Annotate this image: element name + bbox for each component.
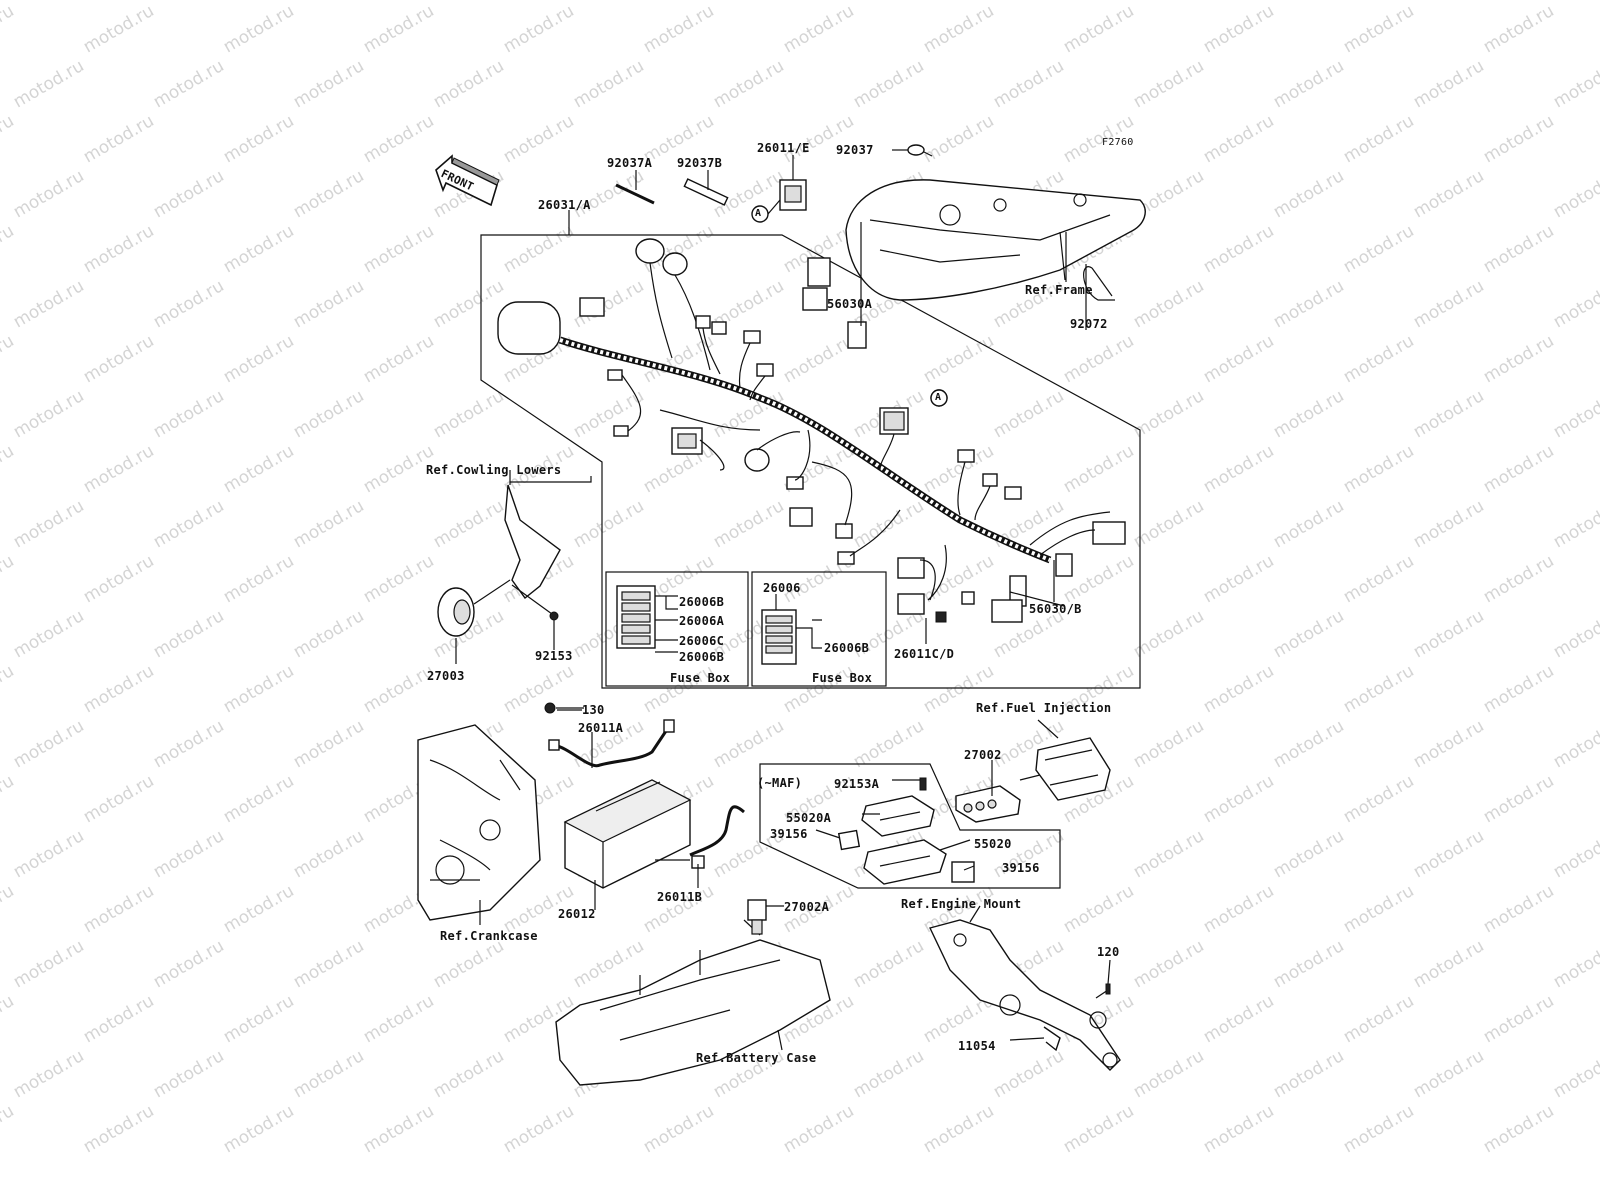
battery-26012-icon: [563, 779, 692, 889]
part-label-56030b[interactable]: 56030/B: [1029, 602, 1082, 616]
fuse-box-1-outline: [605, 571, 749, 687]
callout-a-circle-2: [930, 389, 948, 407]
clip-92037-icon: [907, 144, 933, 157]
maf-group-outline: [759, 763, 1061, 889]
callout-a-label-2: A: [935, 392, 942, 403]
ref-fuel-injection-label[interactable]: Ref.Fuel Injection: [976, 701, 1112, 715]
ref-cowling-label[interactable]: Ref.Cowling Lowers: [426, 463, 562, 477]
part-label-39156-2[interactable]: 39156: [1002, 861, 1040, 875]
part-label-26006b-1[interactable]: 26006B: [679, 595, 725, 609]
diagram-code: F2760: [1102, 137, 1134, 148]
fuse-box-1-label: Fuse Box: [670, 671, 731, 685]
frame-icon: [845, 179, 1146, 301]
cable-26011b-icon: [655, 805, 745, 869]
part-label-55020a[interactable]: 55020A: [786, 811, 832, 825]
part-label-56030a[interactable]: 56030A: [827, 297, 873, 311]
part-label-27003[interactable]: 27003: [427, 669, 465, 683]
part-label-26006[interactable]: 26006: [763, 581, 801, 595]
part-label-26031a[interactable]: 26031/A: [538, 198, 591, 212]
part-label-26006b-3[interactable]: 26006B: [824, 641, 870, 655]
part-label-92072[interactable]: 92072: [1070, 317, 1108, 331]
part-label-27002a[interactable]: 27002A: [784, 900, 830, 914]
connector-26011e-icon: [767, 179, 807, 215]
fuse-box-2-icon: [761, 594, 822, 665]
part-label-120[interactable]: 120: [1097, 945, 1120, 959]
part-label-130[interactable]: 130: [582, 703, 605, 717]
part-label-39156-1[interactable]: 39156: [770, 827, 808, 841]
crankcase-icon: [417, 724, 541, 921]
sensor-27002-icon: [955, 785, 1021, 823]
fuse-box-2-label: Fuse Box: [812, 671, 873, 685]
part-label-92037[interactable]: 92037: [836, 143, 874, 157]
front-arrow-icon: [435, 154, 500, 207]
callout-a-label-1: A: [755, 208, 762, 219]
ref-frame-label[interactable]: Ref.Frame: [1025, 283, 1093, 297]
part-label-92153[interactable]: 92153: [535, 649, 573, 663]
part-label-26011b[interactable]: 26011B: [657, 890, 703, 904]
part-label-27002[interactable]: 27002: [964, 748, 1002, 762]
part-label-26011cd[interactable]: 26011C/D: [894, 647, 955, 661]
fuse-box-1-icon: [616, 585, 678, 653]
bracket-55020-icon: [837, 777, 975, 885]
fuel-injection-unit-icon: [1019, 737, 1111, 801]
cable-26011a-icon: [544, 702, 675, 768]
part-label-26006b-2[interactable]: 26006B: [679, 650, 725, 664]
ref-engine-mount-label[interactable]: Ref.Engine Mount: [901, 897, 1022, 911]
engine-mount-icon: [929, 919, 1121, 1071]
harness-group-outline: [480, 234, 1141, 689]
horn-27003-icon: [437, 470, 561, 637]
part-label-26012[interactable]: 26012: [558, 907, 596, 921]
band-92072-icon: [1083, 266, 1115, 301]
part-label-26006c[interactable]: 26006C: [679, 634, 725, 648]
part-label-92153a[interactable]: 92153A: [834, 777, 880, 791]
part-label-92037a[interactable]: 92037A: [607, 156, 653, 170]
battery-case-icon: [555, 919, 831, 1086]
part-label-92037b[interactable]: 92037B: [677, 156, 723, 170]
fuse-box-2-outline: [751, 571, 887, 687]
main-wiring-harness-icon: [497, 238, 1126, 623]
part-label-26011a[interactable]: 26011A: [578, 721, 624, 735]
part-label-26011e[interactable]: 26011/E: [757, 141, 810, 155]
part-label-55020[interactable]: 55020: [974, 837, 1012, 851]
part-label-11054[interactable]: 11054: [958, 1039, 996, 1053]
sensor-27002a-icon: [747, 899, 767, 935]
ref-battery-case-label[interactable]: Ref.Battery Case: [696, 1051, 817, 1065]
ref-crankcase-label[interactable]: Ref.Crankcase: [440, 929, 538, 943]
leader-lines: [455, 149, 1111, 1051]
part-label-26006a[interactable]: 26006A: [679, 614, 725, 628]
maf-label: (~MAF): [757, 776, 803, 790]
cable-tie-icon: [615, 178, 729, 206]
